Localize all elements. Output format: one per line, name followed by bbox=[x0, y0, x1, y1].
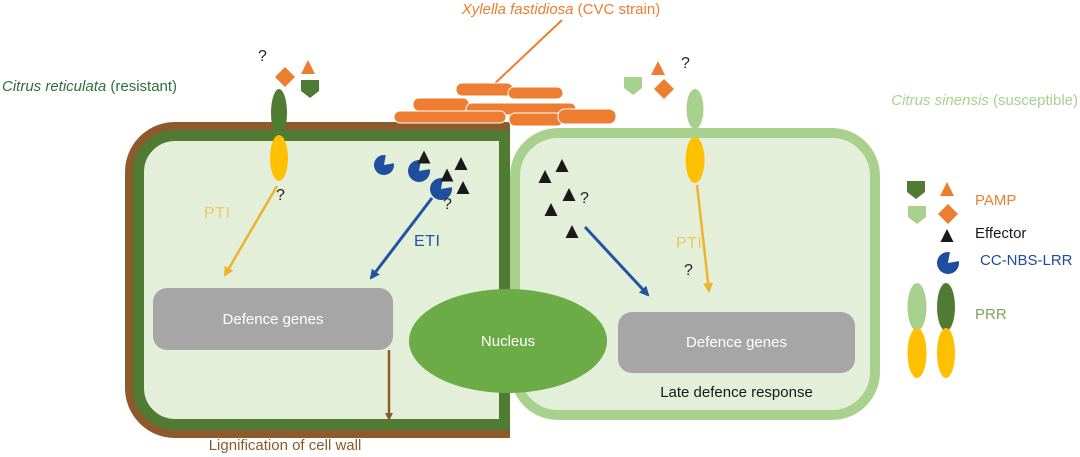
pamp-triangle-orange-left bbox=[301, 60, 315, 74]
legend-prr-oval-yellow-icon bbox=[937, 328, 955, 378]
defence-genes-box-left: Defence genes bbox=[153, 288, 393, 350]
bacterium-rod bbox=[455, 82, 514, 97]
susceptible-status: (susceptible) bbox=[988, 92, 1078, 109]
bacterium-rod bbox=[508, 112, 564, 127]
pamp-diamond-orange-left bbox=[275, 67, 295, 87]
legend-icons bbox=[907, 181, 959, 378]
pti-label-right: PTI bbox=[676, 235, 703, 252]
legend-pamp-pentagon-light-icon bbox=[908, 206, 926, 224]
bacterium-rod bbox=[412, 97, 470, 112]
prr-receptor-right-outer bbox=[686, 89, 704, 129]
pti-label-left: PTI bbox=[204, 205, 231, 222]
pathogen-title: Xylella fastidiosa (CVC strain) bbox=[436, 1, 686, 18]
legend-pacman-icon bbox=[936, 252, 959, 275]
pathogen-strain: (CVC strain) bbox=[573, 1, 661, 18]
bacterium-rod bbox=[465, 102, 577, 116]
defence-genes-label-left: Defence genes bbox=[222, 310, 324, 328]
pamp-pentagon-dark-left bbox=[301, 80, 319, 98]
question-mark: ? bbox=[276, 187, 285, 204]
late-defence-label: Late defence response bbox=[660, 384, 813, 401]
resistant-cell-membrane bbox=[133, 130, 510, 430]
resistant-status: (resistant) bbox=[106, 78, 178, 95]
legend-prr-oval-yellow-icon bbox=[907, 328, 927, 378]
question-mark: ? bbox=[684, 262, 693, 279]
legend-label-effector: Effector bbox=[975, 225, 1027, 242]
legend-pamp-diamond-icon bbox=[938, 204, 958, 224]
legend-label-ccnbslrr: CC-NBS-LRR bbox=[980, 252, 1073, 269]
bacteria-cluster bbox=[393, 82, 617, 127]
bacterium-rod bbox=[507, 86, 564, 100]
question-mark: ? bbox=[681, 55, 690, 72]
legend-prr-oval-light-icon bbox=[907, 283, 927, 331]
nucleus-label: Nucleus bbox=[480, 332, 536, 350]
lignification-label: Lignification of cell wall bbox=[208, 437, 362, 454]
defence-genes-box-right: Defence genes bbox=[618, 312, 855, 373]
question-mark: ? bbox=[580, 190, 589, 207]
pamp-pentagon-light-right bbox=[624, 77, 642, 95]
legend-pamp-pentagon-dark-icon bbox=[907, 181, 925, 199]
legend-label-pamp: PAMP bbox=[975, 192, 1017, 209]
susceptible-species: Citrus sinensis bbox=[891, 92, 989, 109]
legend-prr-oval-dark-icon bbox=[937, 283, 955, 331]
defence-genes-label-right: Defence genes bbox=[686, 334, 787, 351]
bacterium-rod bbox=[557, 108, 617, 125]
pamp-diamond-orange-right bbox=[654, 79, 674, 99]
resistant-plant-label: Citrus reticulata (resistant) bbox=[2, 78, 177, 95]
eti-label: ETI bbox=[414, 233, 441, 250]
pathogen-pointer-line bbox=[489, 19, 563, 89]
nucleus: Nucleus bbox=[409, 289, 607, 393]
question-mark: ? bbox=[258, 48, 267, 65]
question-mark: ? bbox=[443, 196, 452, 213]
legend-effector-triangle-icon bbox=[940, 229, 954, 242]
resistant-species: Citrus reticulata bbox=[2, 78, 107, 95]
pathogen-name: Xylella fastidiosa bbox=[461, 1, 574, 18]
legend-pamp-triangle-icon bbox=[940, 182, 954, 196]
legend-label-prr: PRR bbox=[975, 306, 1007, 323]
susceptible-plant-label: Citrus sinensis (susceptible) bbox=[860, 92, 1078, 109]
pamp-triangle-orange-right bbox=[651, 61, 665, 75]
